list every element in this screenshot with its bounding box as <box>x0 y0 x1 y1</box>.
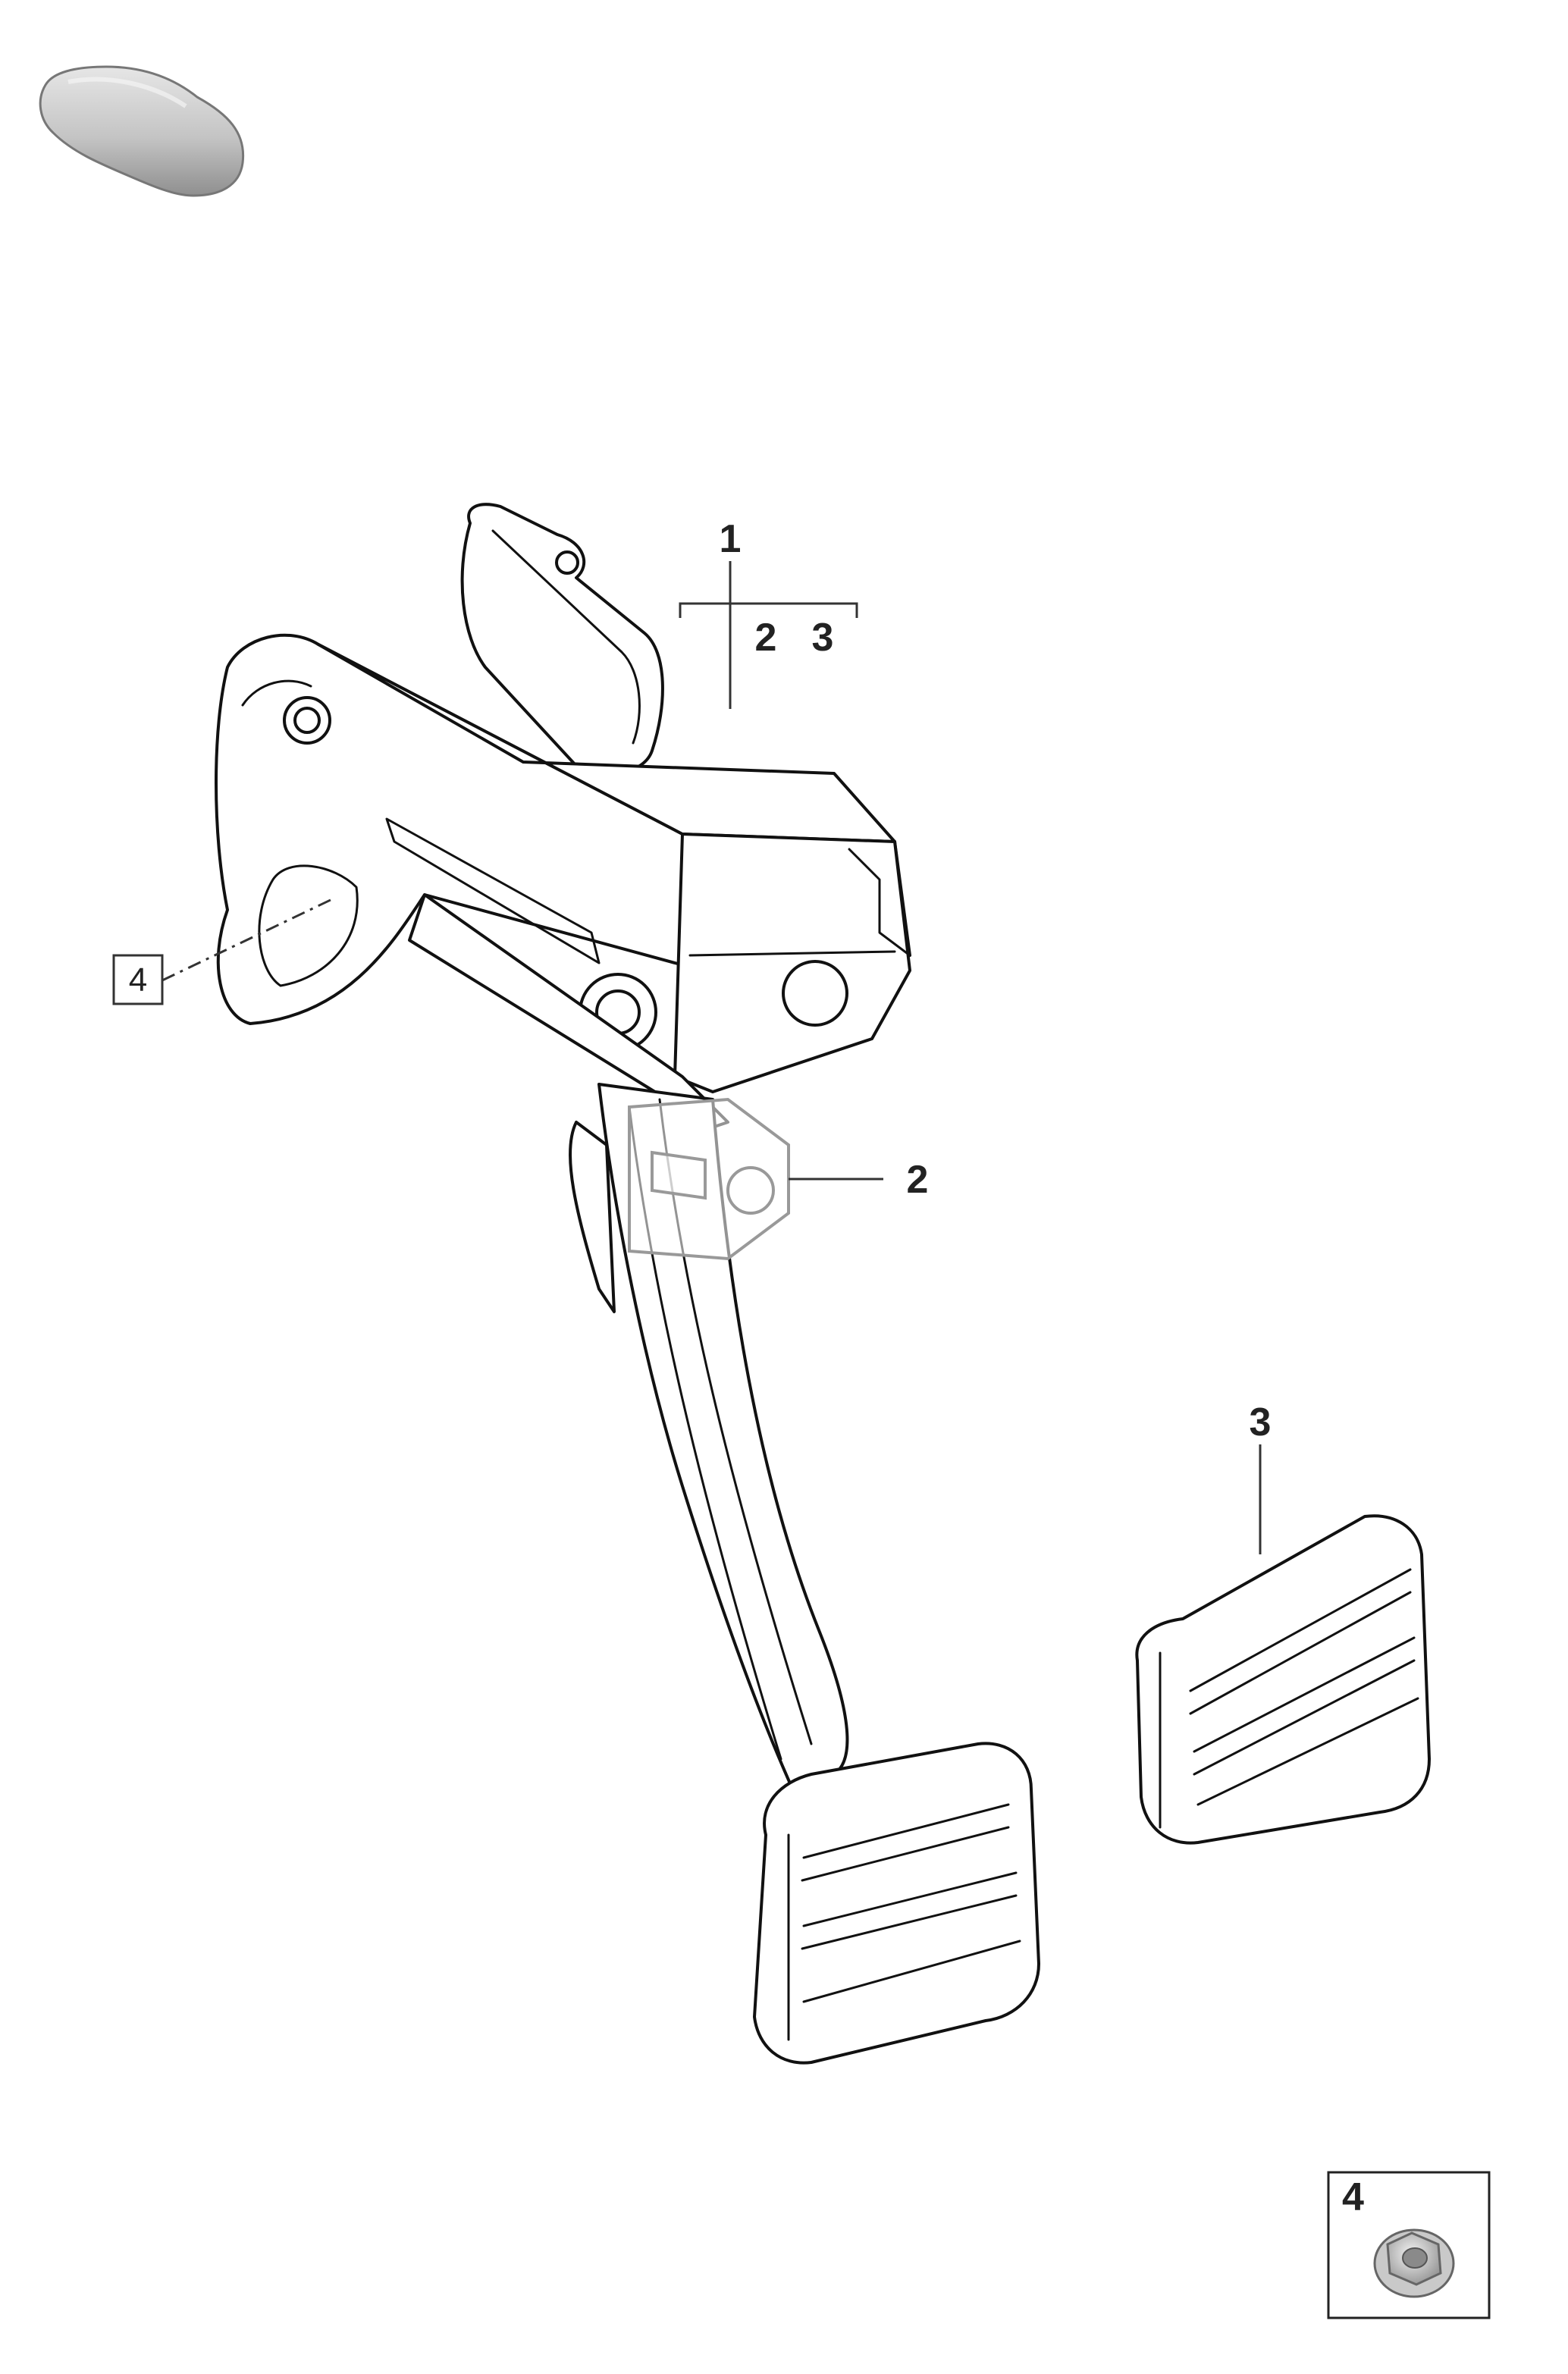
callout-1-sub-2: 2 <box>755 616 777 660</box>
legend-4-label: 4 <box>1342 2175 1364 2219</box>
hex-flange-nut-icon <box>1373 2228 1455 2298</box>
car-silhouette-icon <box>39 65 245 197</box>
callout-4-label: 4 <box>129 961 147 999</box>
pedal-bracket-assembly <box>215 503 911 1131</box>
pedal-pad-loose <box>1135 1514 1431 1845</box>
pedal-pad-assembled <box>753 1742 1040 2065</box>
ghost-clip-part <box>628 1097 790 1261</box>
callout-2: 2 <box>907 1158 929 1202</box>
callout-4-box: 4 <box>112 954 164 1005</box>
leader-lines <box>162 561 1262 1554</box>
callout-3: 3 <box>1250 1400 1272 1444</box>
legend-part-4: 4 <box>1327 2171 1491 2319</box>
callout-1-sub-3: 3 <box>812 616 834 660</box>
callout-1: 1 <box>720 517 742 561</box>
